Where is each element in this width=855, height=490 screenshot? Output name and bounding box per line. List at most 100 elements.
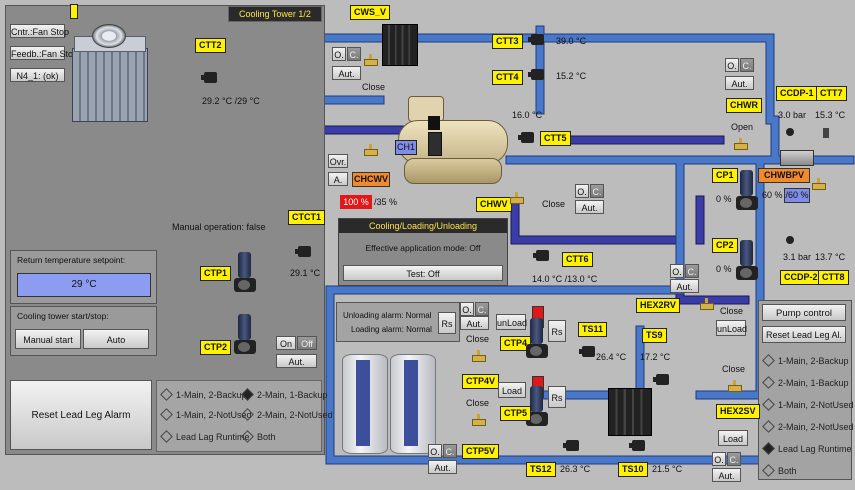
- alarm-reset-button[interactable]: Rs: [438, 312, 456, 334]
- return-setpoint-input[interactable]: 29 °C: [17, 273, 151, 297]
- n4-status: N4_1: (ok): [10, 68, 65, 82]
- ctp1-pump-icon[interactable]: [232, 252, 258, 294]
- reset-lead-leg-al-button[interactable]: Reset Lead Leg Al.: [762, 326, 846, 343]
- tag-hex2sv: HEX2SV: [716, 404, 760, 419]
- ctt3-sensor-icon: [528, 34, 544, 45]
- bottom-open-button[interactable]: O.: [428, 444, 442, 458]
- hex2-heat-exchanger-icon: [608, 388, 652, 436]
- tag-cp2: CP2: [712, 238, 738, 253]
- hex2rv-unload-button[interactable]: unLoad: [716, 320, 747, 336]
- bottom-aut-button[interactable]: Aut.: [428, 460, 457, 474]
- chwr-open-button[interactable]: O.: [725, 58, 739, 72]
- chcwv-pct-value-2: /35 %: [374, 197, 398, 207]
- pump-option-2[interactable]: 2-Main, 1-Backup: [762, 376, 849, 389]
- cws-v-aut-button[interactable]: Aut.: [332, 66, 361, 80]
- hex2rv-valve-icon[interactable]: [700, 298, 714, 312]
- ctp5v-valve-icon[interactable]: [472, 414, 486, 428]
- ch1-label[interactable]: CH1: [395, 140, 417, 155]
- pump-option-1[interactable]: 1-Main, 2-Backup: [762, 354, 849, 367]
- pump-option-4[interactable]: 2-Main, 2-NotUsed: [762, 420, 854, 433]
- bottom-close-button[interactable]: C.: [443, 444, 457, 458]
- reset-lead-leg-alarm-button[interactable]: Reset Lead Leg Alarm: [10, 380, 152, 450]
- cws-v-close-button[interactable]: C.: [347, 47, 361, 61]
- pump-option-6[interactable]: Both: [762, 464, 797, 477]
- test-off-button[interactable]: Test: Off: [343, 265, 503, 281]
- hex2sv-close-button[interactable]: C.: [727, 452, 741, 466]
- ct-on-button[interactable]: On: [276, 336, 296, 350]
- chwr-close-button[interactable]: C.: [740, 58, 754, 72]
- cp1-pump-icon[interactable]: [734, 170, 760, 212]
- ctp4-reset-button[interactable]: Rs: [548, 320, 566, 342]
- chwv-aut-button[interactable]: Aut.: [575, 200, 604, 214]
- chcwv-pct-value: 100 %: [340, 195, 372, 209]
- tag-cws-v: CWS_V: [350, 5, 391, 20]
- chwr-valve-icon[interactable]: [734, 138, 748, 152]
- hex2sv-valve-icon[interactable]: [728, 380, 742, 394]
- pump-control-button[interactable]: Pump control: [762, 304, 846, 321]
- auto-button[interactable]: Auto: [83, 329, 149, 349]
- ts10-sensor-icon: [629, 440, 645, 451]
- flow-meter-icon: [780, 150, 814, 166]
- ctt2-value: 29.2 °C /29 °C: [202, 96, 260, 106]
- lead-lag-option-4[interactable]: 2-Main, 2-NotUsed: [241, 408, 333, 421]
- ctp5-pump-icon[interactable]: [524, 386, 550, 428]
- hex2sv-aut-button[interactable]: Aut.: [712, 468, 741, 482]
- ct-off-button[interactable]: Off: [297, 336, 317, 350]
- chwr-aut-button[interactable]: Aut.: [725, 76, 754, 90]
- ctt6-sensor-icon: [533, 250, 549, 261]
- tag-ct1: [70, 4, 78, 19]
- ctp5-reset-button[interactable]: Rs: [548, 386, 566, 408]
- radio-icon: [762, 376, 775, 389]
- ts11-value: 26.4 °C: [596, 352, 627, 362]
- ctt4-sensor-icon: [528, 69, 544, 80]
- cp2-pump-icon[interactable]: [734, 240, 760, 282]
- ctct1-sensor-icon: [295, 246, 311, 257]
- tag-ctct1: CTCT1: [288, 210, 325, 225]
- lead-lag-option-6[interactable]: Both: [241, 430, 276, 443]
- tag-chwbpv: CHWBPV: [758, 168, 810, 183]
- tank-close-button[interactable]: C.: [475, 302, 489, 316]
- ts12-value: 26.3 °C: [560, 464, 591, 474]
- radio-icon: [160, 408, 173, 421]
- lead-lag-options: [156, 380, 322, 452]
- ctp4-unload-button[interactable]: unLoad: [496, 314, 527, 330]
- tag-ctp4v: CTP4V: [462, 374, 500, 389]
- ch1-a-button[interactable]: A.: [328, 172, 348, 186]
- hex2rv-status: Close: [720, 306, 744, 316]
- pump-option-3[interactable]: 1-Main, 2-NotUsed: [762, 398, 854, 411]
- pump-option-5[interactable]: Lead Lag Runtime: [762, 442, 852, 455]
- hex2rv-open-button[interactable]: O.: [670, 264, 684, 278]
- chwv-open-button[interactable]: O.: [575, 184, 589, 198]
- tag-ctt7: CTT7: [816, 86, 847, 101]
- hex2rv-aut-button[interactable]: Aut.: [670, 279, 699, 293]
- ctt7-value: 15.3 °C: [815, 110, 846, 120]
- radio-icon: [762, 398, 775, 411]
- ctp4v-valve-icon[interactable]: [472, 350, 486, 364]
- lead-lag-option-3[interactable]: 1-Main, 2-NotUsed: [160, 408, 252, 421]
- start-stop-title: Cooling tower start/stop:: [17, 311, 109, 321]
- tank-open-button[interactable]: O.: [460, 302, 474, 316]
- tag-ccdp2: CCDP-2: [780, 270, 822, 285]
- ctp2-pump-icon[interactable]: [232, 314, 258, 356]
- lead-lag-option-2[interactable]: 2-Main, 1-Backup: [241, 388, 328, 401]
- chwv-close-button[interactable]: C.: [590, 184, 604, 198]
- ctp5-load-button[interactable]: Load: [498, 382, 526, 398]
- ccdp2-value: 3.1 bar: [783, 252, 812, 262]
- hex2sv-open-button[interactable]: O.: [712, 452, 726, 466]
- cws-v-open-button[interactable]: O.: [332, 47, 346, 61]
- hex2rv-close-button[interactable]: C.: [685, 264, 699, 278]
- tank-aut-button[interactable]: Aut.: [460, 316, 489, 330]
- cooling-tower-graphic: [68, 22, 150, 122]
- manual-start-button[interactable]: Manual start: [15, 329, 81, 349]
- chwbpv-valve-icon[interactable]: [812, 178, 826, 192]
- ctt8-value: 13.7 °C: [815, 252, 846, 262]
- lead-lag-option-5[interactable]: Lead Lag Runtime: [160, 430, 250, 443]
- hex2sv-load-button[interactable]: Load: [718, 430, 748, 446]
- ct-aut-button[interactable]: Aut.: [276, 354, 317, 368]
- cws-v-valve-icon[interactable]: [364, 54, 378, 68]
- ctp4-pump-icon[interactable]: [524, 318, 550, 360]
- ch1-valve-icon[interactable]: [364, 144, 378, 158]
- ch1-ovr-button[interactable]: Ovr.: [328, 154, 348, 168]
- lead-lag-option-1[interactable]: 1-Main, 2-Backup: [160, 388, 247, 401]
- chwv-valve-icon[interactable]: [510, 192, 524, 206]
